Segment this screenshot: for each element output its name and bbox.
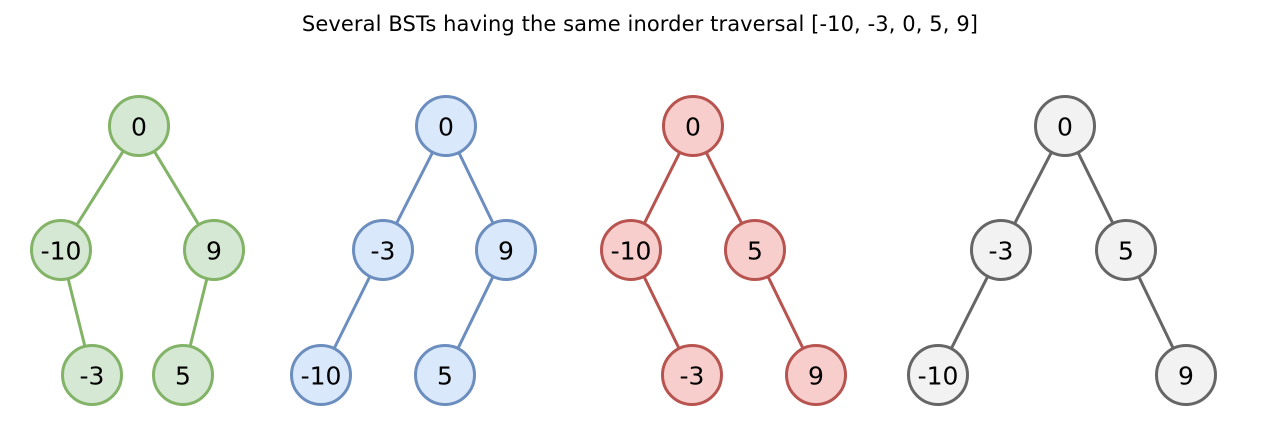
tree-edge bbox=[66, 277, 87, 348]
tree-node[interactable]: -3 bbox=[661, 344, 723, 406]
node-circle[interactable] bbox=[183, 219, 245, 281]
tree-edge bbox=[188, 277, 209, 348]
tree-edge bbox=[704, 151, 744, 225]
tree-edge bbox=[642, 151, 682, 225]
tree-node[interactable]: 0 bbox=[415, 95, 477, 157]
node-circle[interactable] bbox=[1155, 344, 1217, 406]
node-circle[interactable] bbox=[108, 95, 170, 157]
tree-node[interactable]: 5 bbox=[414, 344, 476, 406]
node-circle[interactable] bbox=[600, 219, 662, 281]
tree-node[interactable]: 5 bbox=[152, 344, 214, 406]
bst-variant-3: 0-10 5 -3 9 bbox=[600, 95, 847, 406]
tree-node[interactable]: -3 bbox=[61, 344, 123, 406]
tree-node[interactable]: 9 bbox=[475, 219, 537, 281]
tree-edge bbox=[950, 275, 989, 350]
tree-node[interactable]: 0 bbox=[108, 95, 170, 157]
node-circle[interactable] bbox=[414, 344, 476, 406]
bst-variant-2: 0-3 9 -10 5 bbox=[290, 95, 537, 406]
tree-node[interactable]: 0 bbox=[1034, 95, 1096, 157]
page-title: Several BSTs having the same inorder tra… bbox=[301, 12, 979, 36]
tree-edge bbox=[457, 151, 495, 225]
node-circle[interactable] bbox=[352, 219, 414, 281]
bst-variant-1: 0 -10 9 -3 5 bbox=[30, 95, 245, 406]
tree-node[interactable]: -10 bbox=[600, 219, 662, 281]
tree-edge bbox=[1137, 275, 1175, 350]
tree-node[interactable]: 9 bbox=[1155, 344, 1217, 406]
tree-node[interactable]: 5 bbox=[1095, 219, 1157, 281]
tree-edge bbox=[75, 149, 125, 227]
node-circle[interactable] bbox=[662, 95, 724, 157]
tree-node[interactable]: 5 bbox=[724, 219, 786, 281]
tree-edge bbox=[456, 275, 495, 350]
tree-node[interactable]: -3 bbox=[352, 219, 414, 281]
node-circle[interactable] bbox=[907, 344, 969, 406]
tree-edge bbox=[153, 150, 200, 226]
node-circle[interactable] bbox=[415, 95, 477, 157]
tree-node[interactable]: 9 bbox=[785, 344, 847, 406]
tree-edge bbox=[395, 151, 434, 225]
node-circle[interactable] bbox=[1095, 219, 1157, 281]
tree-edges bbox=[950, 151, 1175, 350]
tree-edges bbox=[332, 151, 495, 350]
node-circle[interactable] bbox=[785, 344, 847, 406]
tree-edge bbox=[1076, 151, 1115, 225]
node-circle[interactable] bbox=[290, 344, 352, 406]
node-circle[interactable] bbox=[661, 344, 723, 406]
node-circle[interactable] bbox=[152, 344, 214, 406]
bst-variant-4: 0-3 5 -10 9 bbox=[907, 95, 1217, 406]
tree-node[interactable]: -10 bbox=[907, 344, 969, 406]
node-circle[interactable] bbox=[61, 344, 123, 406]
node-circle[interactable] bbox=[30, 219, 92, 281]
tree-edges bbox=[642, 151, 805, 350]
tree-edge bbox=[766, 275, 805, 350]
tree-node[interactable]: 9 bbox=[183, 219, 245, 281]
node-circle[interactable] bbox=[1034, 95, 1096, 157]
tree-edge bbox=[332, 275, 372, 350]
tree-node[interactable]: -3 bbox=[970, 219, 1032, 281]
tree-node[interactable]: -10 bbox=[290, 344, 352, 406]
tree-edge bbox=[1013, 151, 1053, 225]
tree-edges bbox=[66, 149, 209, 348]
tree-node[interactable]: -10 bbox=[30, 219, 92, 281]
node-circle[interactable] bbox=[475, 219, 537, 281]
tree-node[interactable]: 0 bbox=[662, 95, 724, 157]
tree-edge bbox=[642, 275, 681, 350]
node-circle[interactable] bbox=[970, 219, 1032, 281]
node-circle[interactable] bbox=[724, 219, 786, 281]
